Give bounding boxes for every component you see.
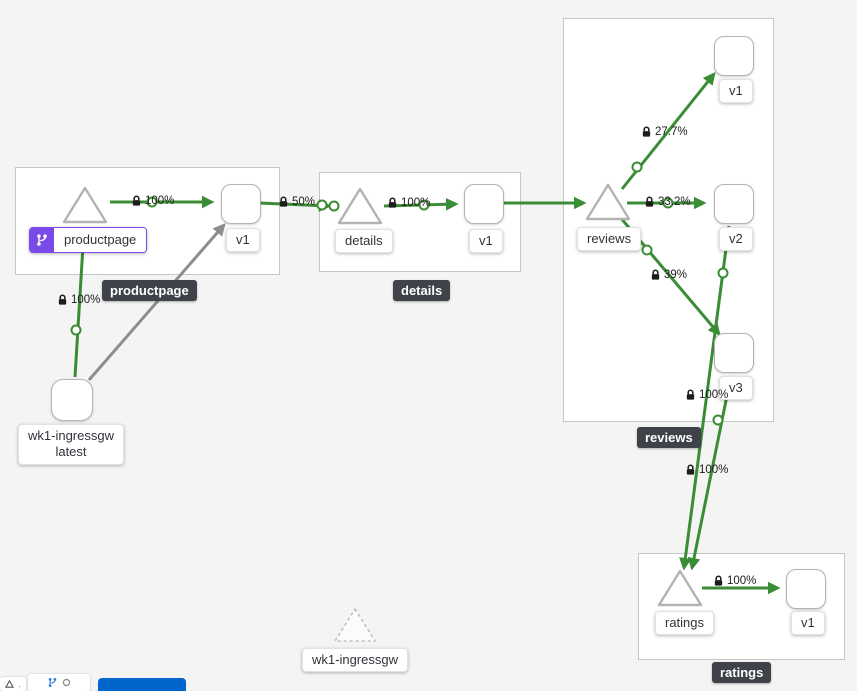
service-triangle-idle-icon [334,608,376,642]
lock-icon [131,195,142,207]
service-triangle-icon [62,186,108,224]
service-node-ratings[interactable] [656,568,704,608]
edge-label-productpage-to-details[interactable]: 50% [278,196,315,208]
node-label-text: productpage [54,228,147,253]
workload-node-reviews-v1[interactable] [714,36,754,76]
edge-label-text: 27.7% [655,126,688,138]
workload-node-productpage-v1[interactable] [221,184,261,224]
edge-ingressgw-to-productpage[interactable] [73,226,90,378]
workload-node-reviews-v2[interactable] [714,184,754,224]
toolbar-chip-apps[interactable] [28,674,90,691]
service-node-productpage[interactable] [61,185,109,225]
node-label-reviews-v1[interactable]: v1 [719,79,753,104]
edge-label-details-svc-to-v1[interactable]: 100% [387,197,430,209]
lock-icon [685,464,696,476]
node-label-text: v1 [729,83,743,98]
node-label-wk1-ingressgw-latest[interactable]: wk1-ingressgw latest [18,424,124,465]
edge-label-text: 100% [145,195,175,207]
triangle-count-icon [5,679,15,688]
node-label-text: reviews [587,231,632,246]
app-badge-ratings: ratings [712,662,772,683]
service-node-wk1-ingressgw-idle[interactable] [332,606,378,644]
code-branch-icon [37,234,47,246]
node-label-wk1-ingressgw[interactable]: wk1-ingressgw [302,648,408,673]
node-label-text: v2 [729,231,743,246]
primary-action-button[interactable] [98,678,186,691]
service-triangle-icon [657,569,703,607]
edge-label-text: 100% [71,294,101,306]
node-label-text: wk1-ingressgw [28,428,114,443]
edge-label-text: 100% [699,464,729,476]
app-badge-details: details [393,280,451,301]
node-label-text: wk1-ingressgw [312,652,398,667]
lock-icon [644,196,655,208]
edge-label-text: 33.2% [658,196,691,208]
chip-glyph: . [18,679,21,689]
node-label-details-v1[interactable]: v1 [469,229,503,254]
virtual-service-badge [30,228,54,253]
circle-count-icon [62,678,71,687]
node-label-reviews-v3[interactable]: v3 [719,376,753,401]
node-label-productpage-v1[interactable]: v1 [226,228,260,253]
workload-node-reviews-v3[interactable] [714,333,754,373]
node-label-text: v3 [729,380,743,395]
edge-label-reviews-v2-to-ratings[interactable]: 100% [685,389,728,401]
node-label-text: v1 [479,233,493,248]
app-badge-reviews: reviews [637,427,701,448]
edge-label-reviews-svc-to-v2[interactable]: 33.2% [644,196,691,208]
lock-icon [713,575,724,587]
edge-label-reviews-svc-to-v1[interactable]: 27.7% [641,126,688,138]
edge-label-reviews-v3-to-ratings[interactable]: 100% [685,464,728,476]
edge-label-text: 100% [727,575,757,587]
code-branch-blue-icon [48,678,57,687]
node-label-text: ratings [665,615,705,630]
node-label-reviews[interactable]: reviews [577,227,642,252]
edge-ingressgw-to-productpage-v1[interactable] [87,223,226,381]
edge-label-reviews-svc-to-v3[interactable]: 39% [650,269,687,281]
node-label-text: details [345,233,383,248]
edge-label-text: 100% [401,197,431,209]
lock-icon [641,126,652,138]
edge-label-ingressgw-to-productpage[interactable]: 100% [57,294,100,306]
node-label-text: v1 [236,232,250,247]
workload-node-ratings-v1[interactable] [786,569,826,609]
node-label-productpage[interactable]: productpage [29,227,148,254]
node-label-ratings-v1[interactable]: v1 [791,611,825,636]
lock-icon [57,294,68,306]
lock-icon [685,389,696,401]
toolbar-chip-services[interactable]: . [0,677,26,691]
edge-reviews-v3-to-ratings[interactable] [687,375,733,571]
edge-label-productpage-svc-to-v1[interactable]: 100% [131,195,174,207]
edge-label-text: 39% [664,269,688,281]
edge-label-text: 100% [699,389,729,401]
node-label-text: latest [55,444,87,460]
service-triangle-icon [585,183,631,221]
node-label-details[interactable]: details [335,229,393,254]
service-node-reviews[interactable] [584,182,632,222]
node-label-ratings[interactable]: ratings [655,611,715,636]
node-label-text: v1 [801,615,815,630]
edge-reviews-v2-to-ratings[interactable] [679,225,731,571]
node-label-reviews-v2[interactable]: v2 [719,227,753,252]
service-triangle-icon [337,187,383,225]
service-node-details[interactable] [336,186,384,226]
app-badge-productpage: productpage [102,280,197,301]
workload-node-wk1-ingressgw-latest[interactable] [51,379,93,421]
lock-icon [387,197,398,209]
edge-label-ratings-svc-to-v1[interactable]: 100% [713,575,756,587]
workload-node-details-v1[interactable] [464,184,504,224]
lock-icon [278,196,289,208]
lock-icon [650,269,661,281]
edge-label-text: 50% [292,196,316,208]
